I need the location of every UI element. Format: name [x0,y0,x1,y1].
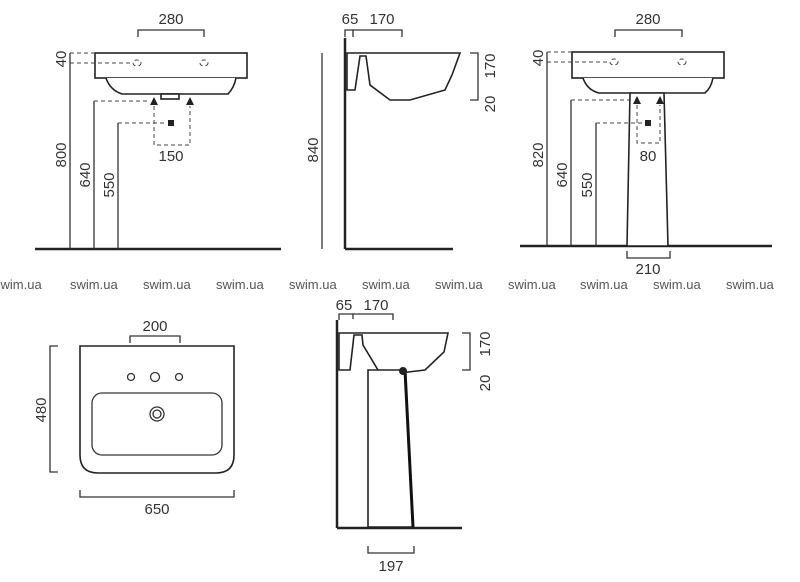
watermark-row: swim.ua swim.ua swim.ua swim.ua swim.ua … [0,277,774,292]
drain-icon [149,406,165,422]
watermark: swim.ua [216,277,264,292]
watermark: swim.ua [289,277,337,292]
basin-rim [571,51,725,79]
dim-height: 840 [305,137,322,162]
basin-bowl [91,392,223,456]
watermark: swim.ua [70,277,118,292]
supply-valve-icon [186,97,194,105]
dim-depth: 480 [33,397,50,422]
basin-bowl [582,77,714,94]
dim-tap-offset: 170 [369,11,394,28]
waste-point-icon [168,120,174,126]
supply-valve-icon [633,96,641,104]
watermark: swim.ua [435,277,483,292]
waste-point-icon [645,120,651,126]
pedestal [626,92,669,247]
tap-hole-icon [609,58,619,66]
waste-outlet [160,93,180,100]
dim-deck-height: 40 [530,50,547,67]
dim-bowl-depth: 170 [477,331,494,356]
watermark: swim.ua [726,277,774,292]
watermark: swim.ua [0,277,42,292]
waste-pipe [403,369,415,528]
basin-bowl [105,77,237,95]
dim-tap-offset: 170 [363,297,388,314]
basin-profile [346,52,462,101]
dim-rim-thickness: 20 [482,96,499,113]
side-view-pedestal: 65 170 170 20 197 [336,297,494,575]
watermark: swim.ua [362,277,410,292]
tap-hole-icon [132,59,142,67]
basin-profile [338,332,449,374]
dim-bracket [137,29,205,37]
dim-rim-thickness: 20 [477,375,494,392]
dim-rim-height: 800 [53,142,70,167]
watermark: swim.ua [653,277,701,292]
dim-supply-height: 640 [77,162,94,187]
watermark: swim.ua [508,277,556,292]
front-view-wall-hung: 280 40 800 640 550 150 [35,11,281,251]
front-view-pedestal: 280 40 820 640 550 80 210 [520,11,772,278]
dim-deck-height: 40 [53,51,70,68]
dim-supply-spacing: 80 [640,148,657,165]
tap-hole-icon [126,372,136,382]
dim-tap-spacing: 280 [158,11,183,28]
top-view: 200 480 650 [33,318,235,518]
watermark: swim.ua [143,277,191,292]
supply-valve-icon [656,96,664,104]
dim-tap-spacing: 280 [635,11,660,28]
dim-width: 650 [144,501,169,518]
trap-icon [399,367,407,375]
side-view-wall-hung: 65 170 840 170 20 [305,11,499,251]
dim-waste-height: 550 [579,172,596,197]
tap-hole-icon [149,371,161,383]
tap-hole-icon [199,59,209,67]
dim-waste-height: 550 [101,172,118,197]
dim-rim-height: 820 [530,142,547,167]
watermark: swim.ua [580,277,628,292]
dim-pedestal-depth: 197 [378,558,403,575]
dim-wall-gap: 65 [336,297,353,314]
dim-pedestal-width: 210 [635,261,660,278]
supply-valve-icon [150,97,158,105]
dim-supply-height: 640 [554,162,571,187]
dim-supply-spacing: 150 [158,148,183,165]
basin-rim [94,52,248,79]
dim-wall-gap: 65 [342,11,359,28]
tap-hole-icon [677,58,687,66]
tap-hole-icon [174,372,184,382]
dim-bowl-depth: 170 [482,53,499,78]
dim-tap-spacing: 200 [142,318,167,335]
